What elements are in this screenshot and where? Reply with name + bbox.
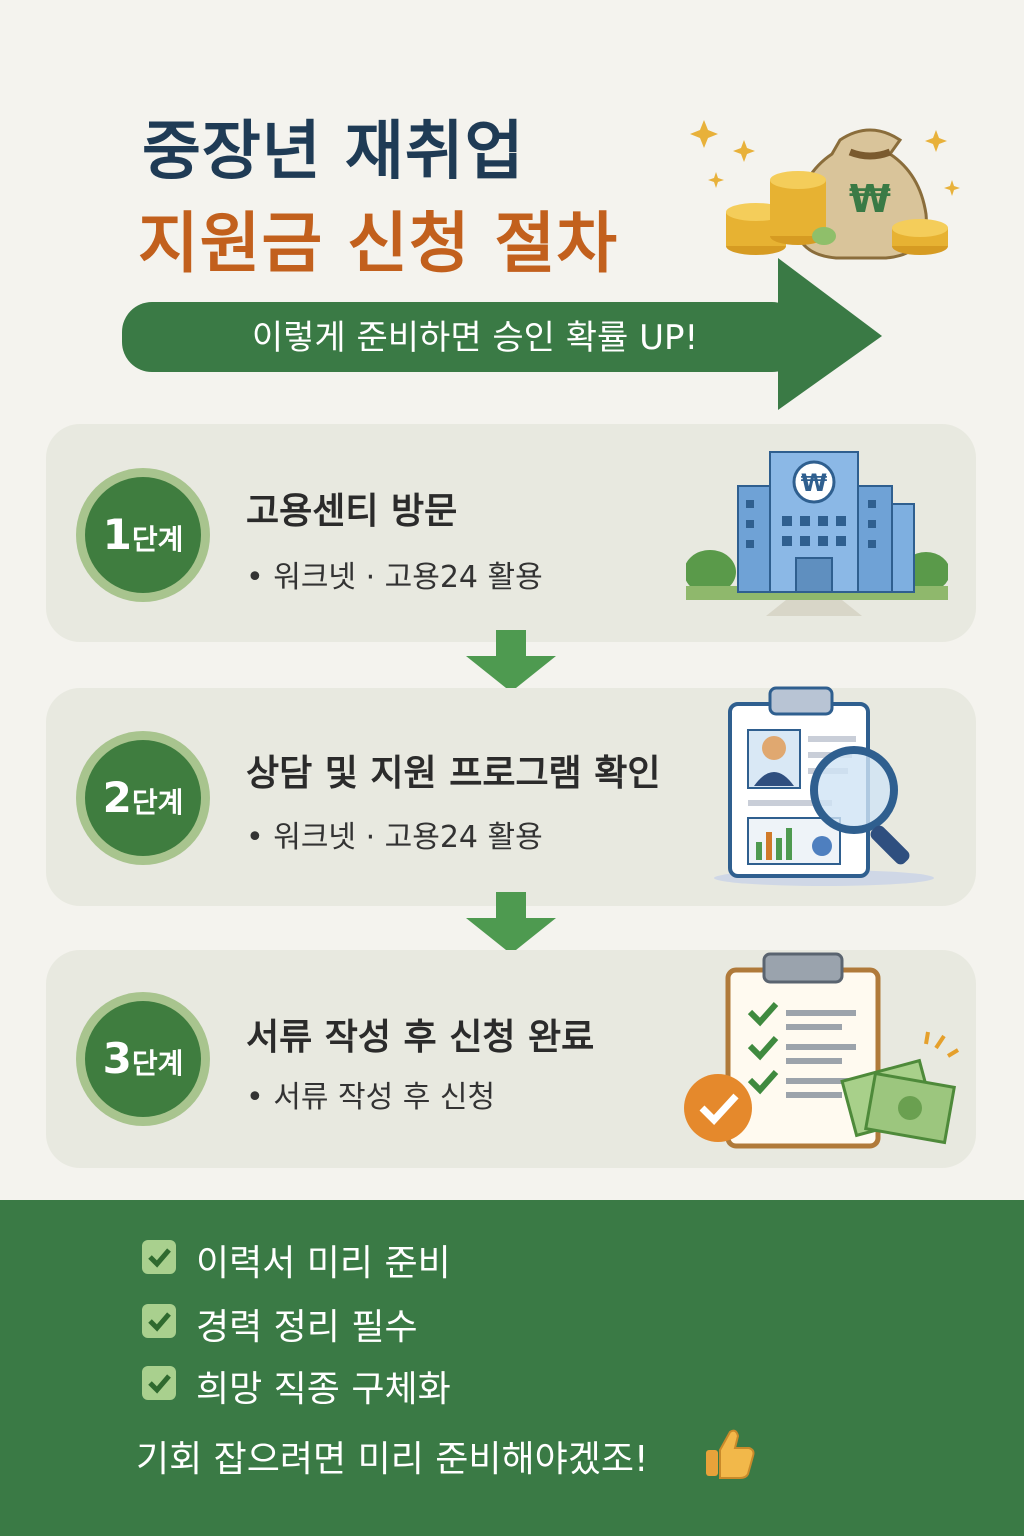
checklist-money-icon	[684, 952, 960, 1149]
won-symbol: ₩	[849, 177, 891, 221]
down-arrow-icon	[466, 892, 556, 954]
step-badge-3: 3단계	[76, 992, 210, 1126]
checkbox-icon	[142, 1240, 176, 1274]
down-arrow-icon	[466, 630, 556, 692]
checkbox-icon	[142, 1304, 176, 1338]
banner-arrow	[122, 258, 882, 410]
clipboard-magnifier-icon	[714, 686, 934, 886]
checklist-item: 이력서 미리 준비	[196, 1243, 451, 1284]
step-title: 고용센티 방문	[246, 491, 458, 532]
step-title: 서류 작성 후 신청 완료	[246, 1017, 595, 1058]
step-badge-inner: 3단계	[85, 1001, 201, 1117]
step-number: 1	[102, 510, 132, 559]
step-number: 2	[102, 773, 132, 822]
thumbs-up-icon	[706, 1429, 755, 1479]
checklist-item: 경력 정리 필수	[196, 1307, 418, 1348]
page-title-line1: 중장년 재취업	[142, 115, 525, 189]
step-title: 상담 및 지원 프로그램 확인	[246, 753, 661, 794]
step-number: 3	[102, 1034, 132, 1083]
page-title-line2: 지원금 신청 절차	[138, 205, 618, 282]
step-badge-inner: 1단계	[85, 477, 201, 593]
step-badge-inner: 2단계	[85, 740, 201, 856]
step-subtitle: • 워크넷 · 고용24 활용	[246, 820, 543, 855]
office-building-icon: ₩	[686, 451, 948, 616]
money-bag-icon: ₩	[690, 120, 960, 260]
step-badge-1: 1단계	[76, 468, 210, 602]
step-unit: 단계	[131, 1047, 184, 1080]
checklist-item: 희망 직종 구체화	[196, 1369, 451, 1410]
step-subtitle: • 워크넷 · 고용24 활용	[246, 560, 543, 595]
step-unit: 단계	[131, 786, 184, 819]
step-badge-2: 2단계	[76, 731, 210, 865]
closing-message: 기회 잡으려면 미리 준비해야겠조!	[136, 1439, 649, 1480]
building-clock-symbol: ₩	[801, 469, 828, 497]
step-unit: 단계	[131, 523, 184, 556]
step-subtitle: • 서류 작성 후 신청	[246, 1080, 496, 1115]
checkbox-icon	[142, 1366, 176, 1400]
banner-text: 이렇게 준비하면 승인 확률 UP!	[251, 318, 699, 358]
